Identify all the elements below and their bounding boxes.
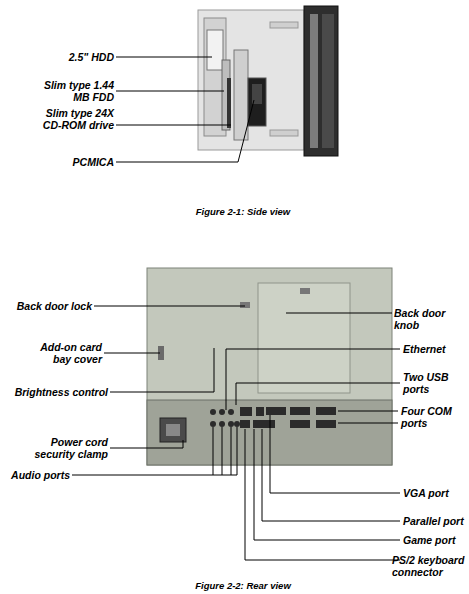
part-label: Audio ports	[0, 469, 70, 481]
part-label: PS/2 keyboard connector	[392, 554, 469, 578]
leader-lines	[116, 57, 254, 162]
part-label: Add-on card bay cover	[30, 341, 102, 365]
part-label: Brightness control	[0, 386, 108, 398]
side-view-illustration	[198, 6, 338, 156]
part-label: Ethernet	[403, 343, 469, 355]
part-label: Power cord security clamp	[20, 436, 108, 460]
part-label: VGA port	[403, 487, 469, 499]
figure-caption: Figure 2-1: Side view	[143, 206, 343, 218]
part-label: Four COM ports	[401, 405, 463, 429]
part-label: 2.5" HDD	[17, 51, 114, 63]
leader-lines	[72, 306, 400, 560]
part-label: Back door knob	[394, 307, 469, 331]
part-label: Back door lock	[0, 300, 92, 312]
figure-caption: Figure 2-2: Rear view	[143, 580, 343, 592]
part-label: Two USB ports	[403, 371, 465, 395]
part-label: Game port	[403, 534, 469, 546]
part-label: PCMICA	[17, 156, 114, 168]
part-label: Slim type 24X CD-ROM drive	[40, 107, 114, 131]
part-label: Parallel port	[403, 515, 469, 527]
part-label: Slim type 1.44 MB FDD	[40, 79, 114, 103]
